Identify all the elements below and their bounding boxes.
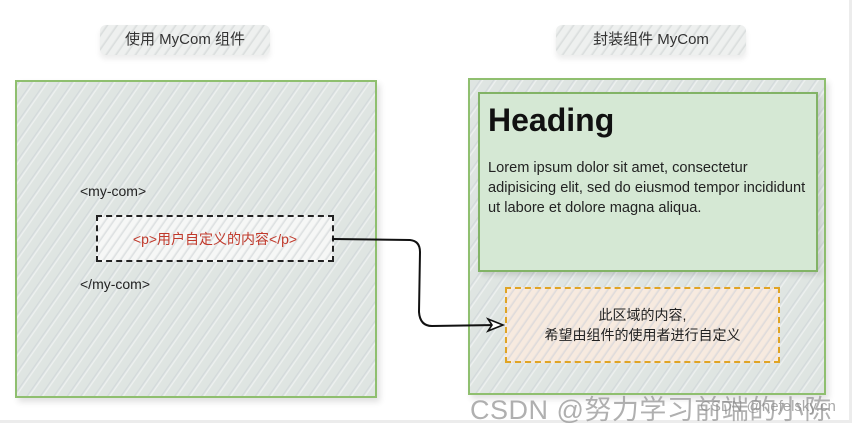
connector-line xyxy=(332,238,498,328)
card-heading: Heading xyxy=(488,102,615,138)
slot-region-line2: 希望由组件的使用者进行自定义 xyxy=(544,327,741,343)
slot-region-box: 此区域的内容, 希望由组件的使用者进行自定义 xyxy=(505,287,780,363)
right-panel-title: 封装组件 MyCom xyxy=(556,25,746,55)
left-panel-title: 使用 MyCom 组件 xyxy=(100,25,270,55)
canvas-frame xyxy=(0,0,852,423)
slot-region-line1: 此区域的内容, xyxy=(598,307,687,323)
close-tag-text: </my-com> xyxy=(80,276,151,292)
slot-content-box: <p>用户自定义的内容</p> xyxy=(96,215,334,262)
slot-content-text: <p>用户自定义的内容</p> xyxy=(132,230,298,247)
watermark-secondary: CSDN @nefelsky.cn xyxy=(700,398,836,415)
arrowhead-icon xyxy=(485,317,506,333)
open-tag-text: <my-com> xyxy=(80,183,147,199)
component-card: Heading Lorem ipsum dolor sit amet, cons… xyxy=(478,92,818,272)
card-body-text: Lorem ipsum dolor sit amet, consectetur … xyxy=(488,160,806,216)
watermark-main: CSDN @努力学习前端的小陈 xyxy=(470,395,832,425)
